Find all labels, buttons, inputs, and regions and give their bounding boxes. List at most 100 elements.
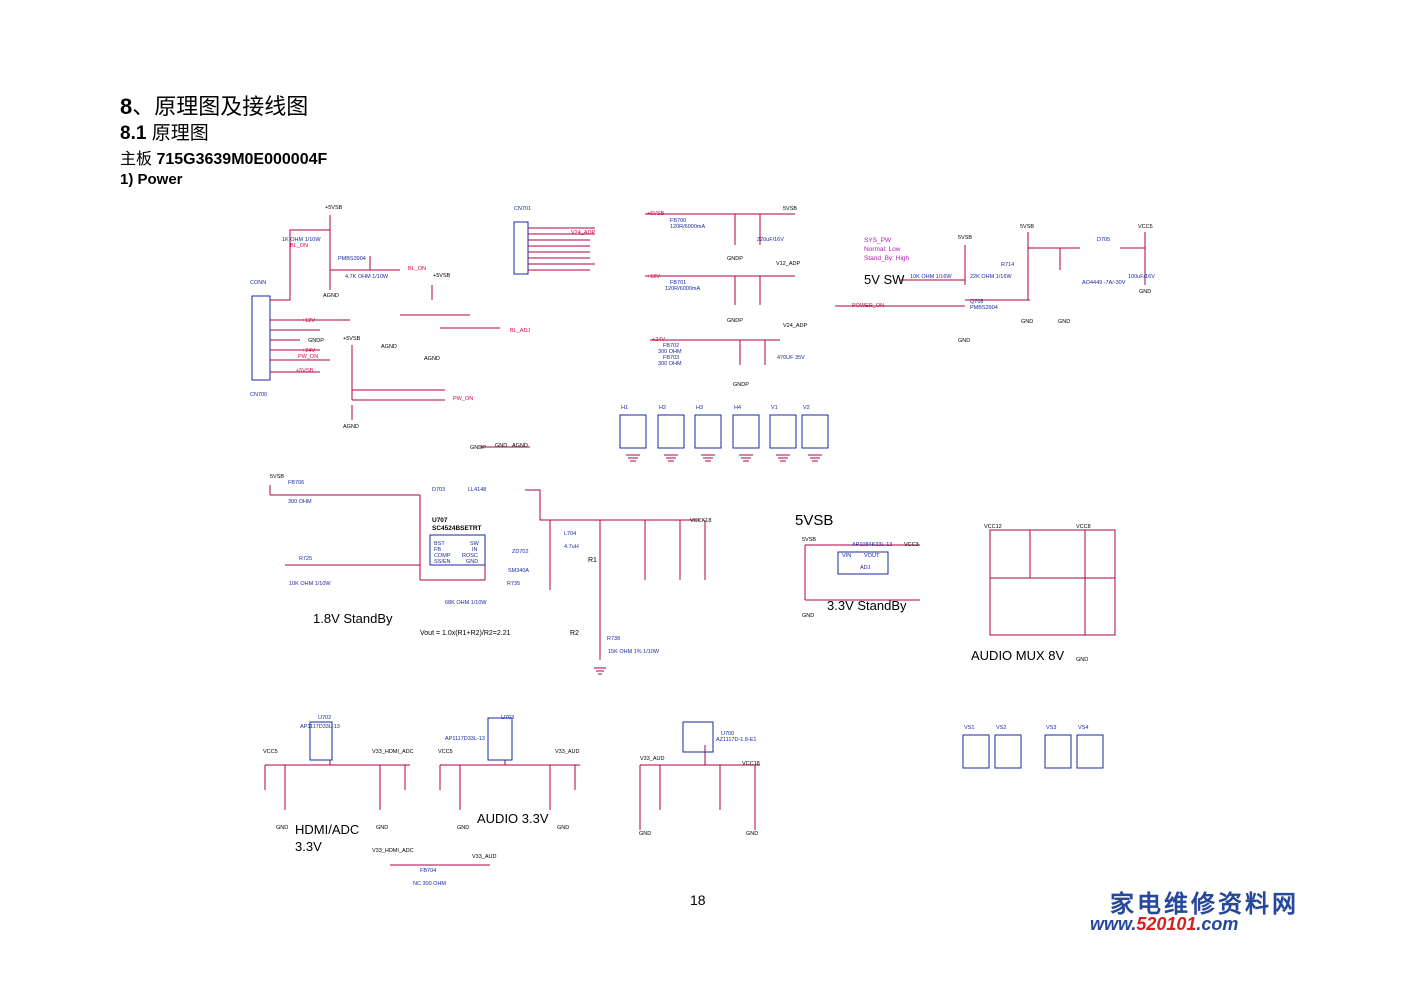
net-vcc5-aud: VCC5 — [438, 749, 453, 755]
u707-part: SC4524BSETRT — [432, 525, 482, 532]
schematic-wires — [251, 213, 1146, 866]
board-heading: 主板 715G3639M0E000004F — [120, 145, 327, 169]
gnd-gndp-cn: GNDP — [308, 338, 324, 344]
c702-value: 220uF/16V — [757, 237, 784, 243]
u707-pin-gnd: GND — [466, 559, 478, 565]
u700-part: AZ1117D-1.8-E1 — [716, 737, 756, 743]
ground-symbols — [594, 454, 822, 675]
u705-pin-vout: VOUT — [864, 553, 880, 559]
net-power-on: POWER_ON — [852, 303, 884, 309]
net-5vsb-r706: +5VSB — [433, 273, 451, 279]
jumper-vs2: VS2 — [996, 725, 1006, 731]
r725-value: 10K OHM 1/10W — [289, 581, 331, 587]
cn700-label: CN700 — [250, 392, 267, 398]
chapter-number: 8 — [120, 94, 133, 119]
gnd-gndp-2: GNDP — [727, 318, 743, 324]
cn701-label: CN701 — [514, 206, 531, 212]
u707-pin-rosc: ROSC — [462, 553, 478, 559]
jumper-labels: H1 H2 H3 H4 V1 V2 VS1 VS2 VS3 VS4 — [621, 405, 1088, 731]
gnd-sw: GND — [958, 338, 970, 344]
gnd-gndp-3: GNDP — [733, 382, 749, 388]
net-bl-on-in: BL_ON — [290, 243, 308, 249]
jumper-vs3: VS3 — [1046, 725, 1056, 731]
board-id: 715G3639M0E000004F — [156, 151, 328, 168]
block-1v8-standby: 1.8V StandBy — [313, 611, 393, 626]
gnd-vcc5: GND — [1139, 289, 1151, 295]
jumper-vs1: VS1 — [964, 725, 974, 731]
r700-value: 1K OHM 1/10W — [282, 237, 321, 243]
u707-pin-bst: BST — [434, 541, 445, 547]
u705-pin-vin: VIN — [842, 553, 851, 559]
net-v33-aud: V33_AUD — [555, 749, 579, 755]
net-v24-adp: V24_ADP — [571, 230, 595, 236]
net-v33-aud-fb: V33_AUD — [472, 854, 496, 860]
section-title: 原理图 — [151, 123, 209, 144]
q-pmbs-1: PMBS3904 — [338, 256, 366, 262]
net-vcc18: VCC18 — [742, 761, 760, 767]
net-pw-on: PW_ON — [453, 396, 473, 402]
fb700-label: FB700 — [670, 218, 686, 224]
fb706-label: FB706 — [288, 480, 304, 486]
net-v33-hdmi: V33_HDMI_ADC — [372, 749, 414, 755]
d703-label: D703 — [432, 487, 445, 493]
r714-label: R714 — [1001, 262, 1014, 268]
jumper-group-bottom — [962, 734, 1104, 769]
fb703-value: 300 OHM — [658, 361, 682, 367]
fb704-label: FB704 — [420, 868, 436, 874]
block-3v3-standby: 3.3V StandBy — [827, 598, 907, 613]
u702-label: U702 — [318, 715, 331, 721]
c712-value: 100uF/16V — [1128, 274, 1155, 280]
zd702-value: SM340A — [508, 568, 529, 574]
net-v33-hdmi-fb: V33_HDMI_ADC — [372, 848, 414, 854]
fb703-label: FB703 — [663, 355, 679, 361]
net-5vsb-top: +5VSB — [325, 205, 343, 211]
u703-part: AP1117D33L-13 — [445, 736, 485, 742]
net-vcc12: VCC12 — [984, 524, 1002, 530]
net-24v-cn: +24V — [302, 348, 315, 354]
gnd-aud-2: GND — [557, 825, 569, 831]
fb702-label: FB702 — [663, 343, 679, 349]
u702-part: AP1117D33L-13 — [300, 724, 340, 730]
net-v24-adp-r: V24_ADP — [783, 323, 807, 329]
block-audio-mux: AUDIO MUX 8V — [971, 648, 1065, 663]
fb702-value: 300 OHM — [658, 349, 682, 355]
board-prefix: 主板 — [120, 151, 153, 168]
fb701-value: 120R/6000mA — [665, 286, 700, 292]
u705-part: AP1084K33L-13 — [852, 542, 892, 548]
net-12v-cn: +12V — [302, 318, 315, 324]
gnd-gndp-1: GNDP — [727, 256, 743, 262]
gnd-aud-1: GND — [457, 825, 469, 831]
jumper-v2: V2 — [803, 405, 810, 411]
r716-value: 10K OHM 1/16W — [910, 274, 952, 280]
net-12v-fb701: +12V — [647, 274, 660, 280]
gnd-hdmi-1: GND — [276, 825, 288, 831]
jumper-v1: V1 — [771, 405, 778, 411]
watermark-url-num: 520101 — [1136, 914, 1197, 934]
gnd-agnd-2: AGND — [424, 356, 440, 362]
gnd-agnd-4: AGND — [343, 424, 359, 430]
r703-value: 4.7K OHM 1/10W — [345, 274, 389, 280]
block-5vsb: 5VSB — [795, 512, 833, 529]
net-5vsb-cn: +5VSB — [296, 368, 314, 374]
gnd-gndp-4: GNDP — [470, 445, 486, 451]
subsection-heading: 1) Power — [120, 171, 183, 188]
r725-label: R725 — [299, 556, 312, 562]
c710-value: 470UF 35V — [777, 355, 805, 361]
r1-tag: R1 — [588, 557, 597, 564]
fb706-value: 300 OHM — [288, 499, 312, 505]
watermark-cn: 家电维修资料网 — [1110, 889, 1299, 918]
block-5v-sw: 5V SW — [864, 272, 905, 287]
u700-label: U700 — [721, 731, 734, 737]
jumper-h1: H1 — [621, 405, 628, 411]
section-heading: 8.1 原理图 — [120, 118, 209, 145]
q708-part: PMBS3904 — [970, 305, 998, 311]
net-5vsb-fb700: +5VSB — [647, 211, 665, 217]
net-vcc5-top: VCC5 — [1138, 224, 1153, 230]
jumper-group-top — [619, 414, 829, 449]
l704-value: 4.7uH — [564, 544, 579, 550]
watermark-url-prefix: www. — [1090, 914, 1137, 934]
fb701-label: FB701 — [670, 280, 686, 286]
net-bl-adj: BL_ADJ — [510, 328, 530, 334]
u707-pin-comp: COMP — [434, 553, 451, 559]
net-5vsb-d705: 5VSB — [1020, 224, 1034, 230]
